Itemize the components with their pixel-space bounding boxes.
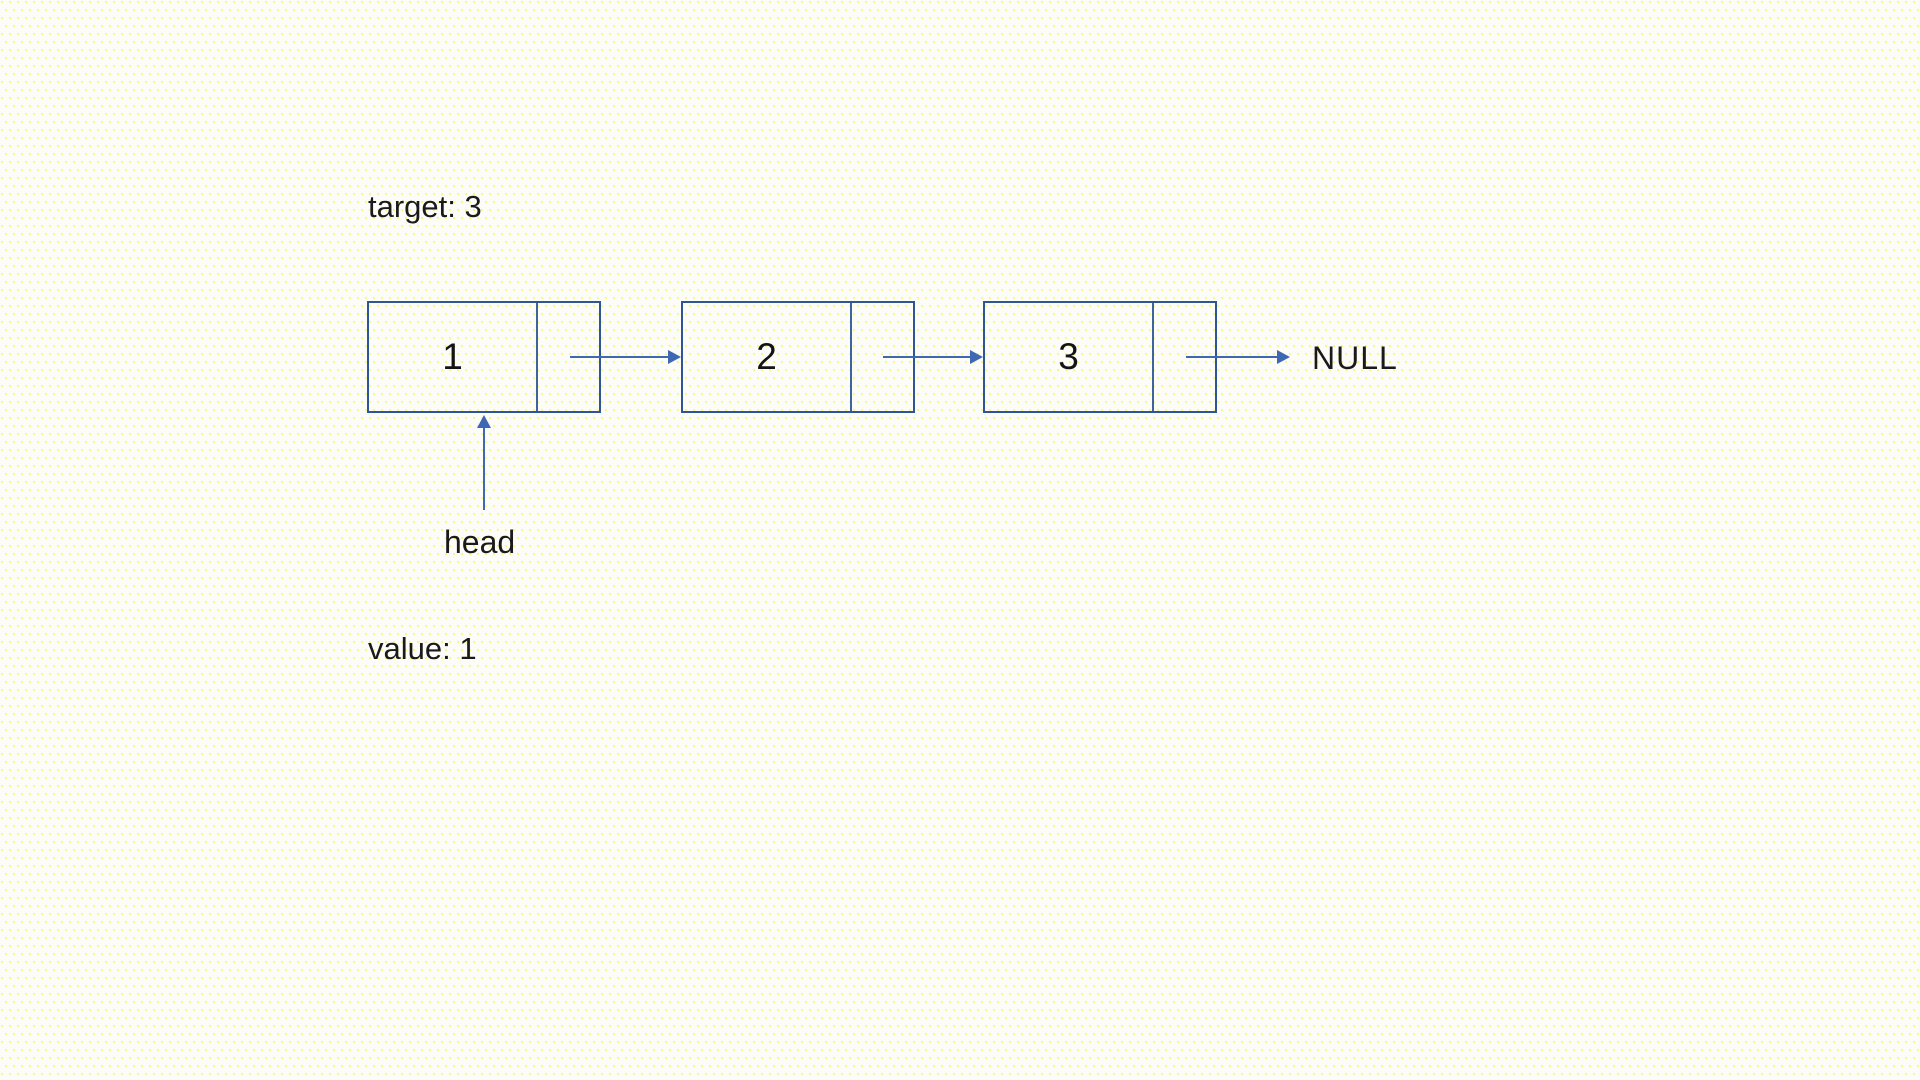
null-label: NULL bbox=[1312, 340, 1398, 376]
list-node-2: 2 bbox=[681, 301, 915, 413]
list-node-1: 1 bbox=[367, 301, 601, 413]
arrow-head-icon bbox=[1277, 350, 1290, 364]
head-pointer-arrow bbox=[477, 415, 491, 510]
value-label: value: 1 bbox=[368, 631, 477, 666]
list-node-3: 3 bbox=[983, 301, 1217, 413]
node-3-value: 3 bbox=[985, 303, 1154, 411]
next-arrow-node3-to-null bbox=[1186, 350, 1290, 364]
node-2-value: 2 bbox=[683, 303, 852, 411]
node-1-value: 1 bbox=[369, 303, 538, 411]
head-label: head bbox=[444, 524, 516, 560]
next-arrow-node2-to-node3 bbox=[883, 350, 983, 364]
arrow-head-icon bbox=[477, 415, 491, 428]
arrow-head-icon bbox=[970, 350, 983, 364]
arrow-head-icon bbox=[668, 350, 681, 364]
next-arrow-node1-to-node2 bbox=[570, 350, 681, 364]
target-label: target: 3 bbox=[368, 189, 482, 224]
